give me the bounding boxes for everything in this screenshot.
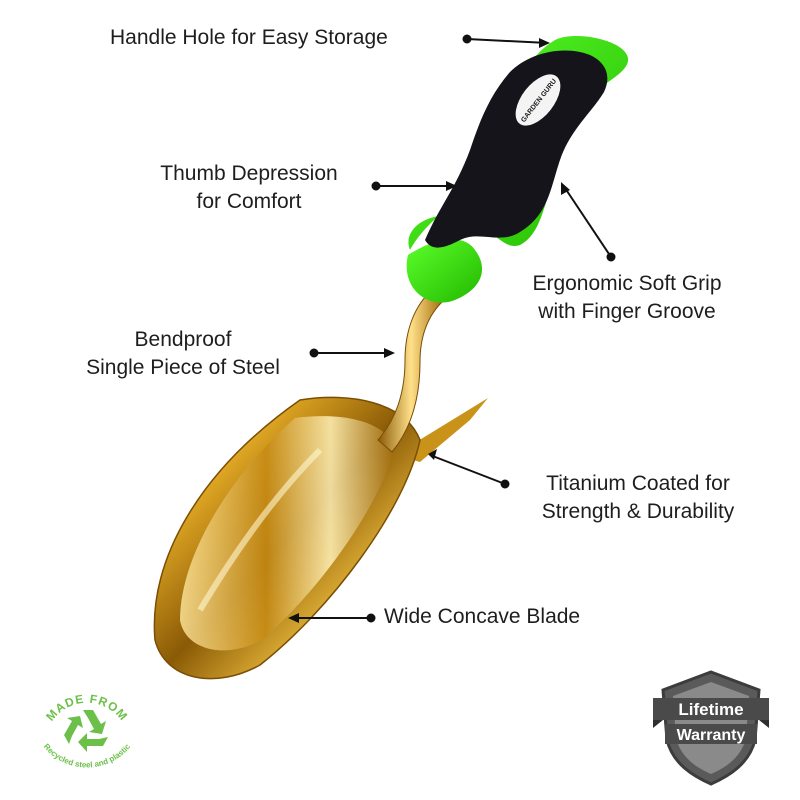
blade-concave <box>180 416 395 651</box>
callout-bendproof: Bendproof Single Piece of Steel <box>70 326 296 382</box>
callout-text: Handle Hole for Easy Storage <box>110 26 388 49</box>
recycle-icon <box>64 710 108 752</box>
callout-text: Strength & Durability <box>541 500 735 523</box>
callout-text: for Comfort <box>196 190 302 213</box>
callout-text: Thumb Depression <box>160 162 338 185</box>
callout-handle-hole: Handle Hole for Easy Storage <box>110 24 388 52</box>
callout-text: Bendproof <box>134 328 232 351</box>
callout-ergonomic-grip: Ergonomic Soft Grip with Finger Groove <box>512 270 742 326</box>
callout-titanium: Titanium Coated for Strength & Durabilit… <box>518 470 758 526</box>
pointer-lines <box>290 34 616 623</box>
warranty-ribbon <box>653 698 769 720</box>
callout-text: Titanium Coated for <box>546 472 730 495</box>
warranty-line2: Warranty <box>677 727 746 744</box>
badge-top-text: MADE FROM <box>43 692 130 724</box>
callout-text: with Finger Groove <box>538 300 716 323</box>
warranty-line1: Lifetime <box>678 700 743 719</box>
svg-text:MADE FROM: MADE FROM <box>43 692 131 724</box>
callout-text: Ergonomic Soft Grip <box>532 272 722 295</box>
callout-text: Wide Concave Blade <box>384 605 581 628</box>
recycled-badge: MADE FROM Recycled steel and plastic <box>42 692 133 770</box>
pointer-arrowheads <box>288 38 570 623</box>
callout-text: Single Piece of Steel <box>86 356 280 379</box>
warranty-badge: Lifetime Warranty <box>653 670 769 786</box>
callout-wide-blade: Wide Concave Blade <box>384 603 580 631</box>
brand-logo-oval <box>515 74 561 126</box>
callout-thumb-depression: Thumb Depression for Comfort <box>140 160 358 216</box>
handle-grip <box>425 50 608 248</box>
